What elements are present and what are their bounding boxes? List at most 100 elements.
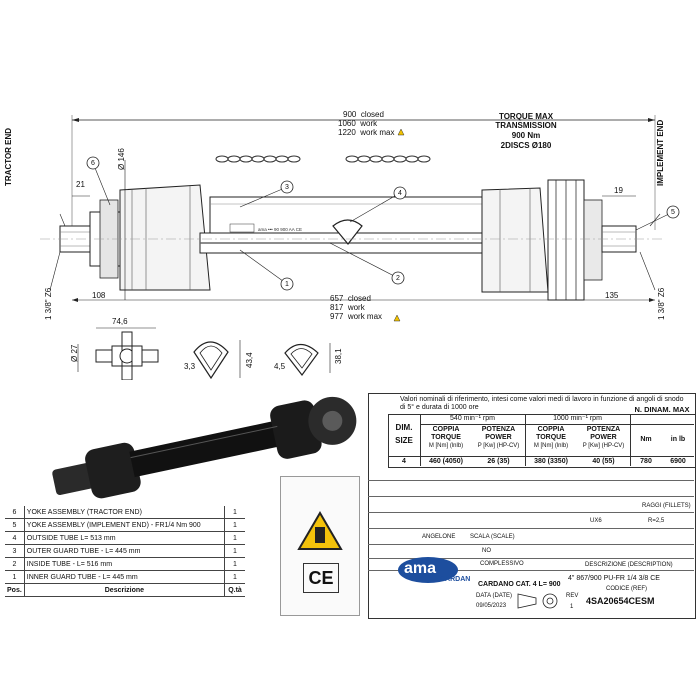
spec-ndinam-label: N. DINAM. MAX [634, 405, 690, 414]
chain-icon-right [345, 155, 431, 163]
tube-dim-work: 817 work [330, 303, 365, 312]
dim-left-spline: 1 3/8" Z6 [44, 287, 53, 320]
callout-3-label: 3 [285, 184, 289, 191]
right-guard-cone [481, 187, 549, 293]
callout-6 [86, 156, 100, 170]
spec-value-size: 4 [402, 458, 406, 465]
rev-label: REV [566, 593, 579, 599]
warning-icon [393, 314, 401, 322]
rev-value: 1 [570, 604, 574, 610]
cross-journal-drawing [77, 327, 159, 380]
description-value: 4" 867/900 PU-FR 1/4 3/8 CE [568, 575, 660, 582]
profile-a-height: 43,4 [245, 352, 254, 368]
profile-b-thickness: 4,5 [274, 362, 286, 371]
callout-5 [666, 205, 680, 219]
pto-shaft-photo [52, 396, 357, 499]
spec-inlb-label: in lb [670, 436, 686, 443]
code-value: 4SA20654CESM [586, 596, 655, 606]
overall-dim-work-max: 1220 work max [338, 128, 395, 137]
ce-certificate: CE [280, 476, 360, 616]
tube-profile-icon [332, 219, 363, 245]
callout-2-label: 2 [396, 275, 400, 282]
dim-21: 21 [76, 180, 85, 189]
dim-19: 19 [614, 186, 623, 195]
spec-nm-label: Nm [640, 436, 652, 443]
torque-title: TORQUE MAX [498, 112, 554, 121]
callout-1 [280, 277, 294, 291]
implement-end-label: IMPLEMENT END [656, 119, 665, 186]
profile-b-height: 38,1 [334, 348, 343, 364]
callout-1-label: 1 [285, 281, 289, 288]
callout-3 [280, 180, 294, 194]
warning-icon [397, 128, 405, 136]
spec-value-torque-1000: 380 (3350) [534, 458, 568, 465]
cardano-label: CARDANO CAT. 4 L= 900 [478, 581, 561, 588]
scale-value: NO [482, 548, 491, 554]
overall-dim-work: 1060 work [338, 119, 378, 128]
scale-label: SCALA (SCALE) [470, 534, 515, 540]
torque-subtitle: TRANSMISSION [495, 121, 557, 130]
svg-text:ama ••• 90 900 AA CE: ama ••• 90 900 AA CE [258, 227, 302, 232]
spec-value-power-1000: 40 (55) [592, 458, 615, 465]
description-label: DESCRIZIONE (DESCRIPTION) [585, 562, 673, 568]
tractor-end-label: TRACTOR END [4, 127, 13, 186]
brand-logo [398, 557, 458, 583]
profile-a-thickness: 3,3 [184, 362, 196, 371]
tube-dim-work-max: 977 work max [330, 312, 383, 321]
code-label: CODICE (REF) [606, 586, 647, 592]
callout-6-label: 6 [91, 160, 95, 167]
spec-value-torque-540: 460 (4050) [429, 458, 463, 465]
torque-value: 900 Nm [511, 131, 541, 140]
spec-1000-label: 1000 min⁻¹ rpm [553, 415, 602, 422]
chain-icon-left [215, 155, 301, 163]
brand-name: ama [404, 560, 437, 577]
dim-108: 108 [92, 291, 106, 300]
fillet-value: R=2,5 [648, 518, 665, 524]
main-drawing: ama ••• 90 900 AA CE [40, 115, 680, 380]
callout-4 [393, 186, 407, 200]
warning-triangle-icon [297, 511, 343, 550]
callout-4-label: 4 [398, 190, 402, 197]
cross-width-dim: 74,6 [112, 317, 128, 326]
spec-540-label: 540 min⁻¹ rpm [450, 415, 495, 422]
spec-dim-label: DIM. [395, 423, 413, 432]
torque-discs: 2DISCS Ø180 [500, 141, 552, 150]
dim-135: 135 [605, 291, 619, 300]
dim-146: Ø 146 [117, 148, 126, 170]
tube-dim-closed: 657 closed [330, 294, 371, 303]
date-value: 09/05/2023 [476, 603, 507, 609]
spec-table [388, 414, 696, 468]
callout-5-label: 5 [671, 209, 675, 216]
cross-dia-dim: Ø 27 [70, 344, 79, 362]
spec-intro: Valori nominali di riferimento, intesi c… [400, 396, 684, 411]
drawn-by: ANGELONE [422, 534, 456, 540]
projection-symbol-icon [517, 593, 558, 609]
ce-mark: CE [303, 563, 339, 593]
complessivo-label: COMPLESSIVO [480, 561, 524, 567]
dim-right-spline: 1 3/8" Z6 [657, 287, 666, 320]
date-label: DATA (DATE) [476, 593, 512, 599]
spec-value-inlb: 6900 [670, 458, 686, 465]
spec-size-label: SIZE [395, 436, 413, 445]
brand-sub: CARDAN [440, 576, 471, 583]
overall-dim-closed: 900 closed [343, 110, 384, 119]
spec-value-nm: 780 [640, 458, 652, 465]
spec-value-power-540: 26 (35) [487, 458, 510, 465]
tolerance-value: UX6 [590, 518, 602, 524]
callout-2 [391, 271, 405, 285]
left-guard-cone [119, 184, 211, 291]
fillet-label: RAGGI (FILLETS) [642, 503, 691, 509]
spec-block [368, 393, 696, 619]
